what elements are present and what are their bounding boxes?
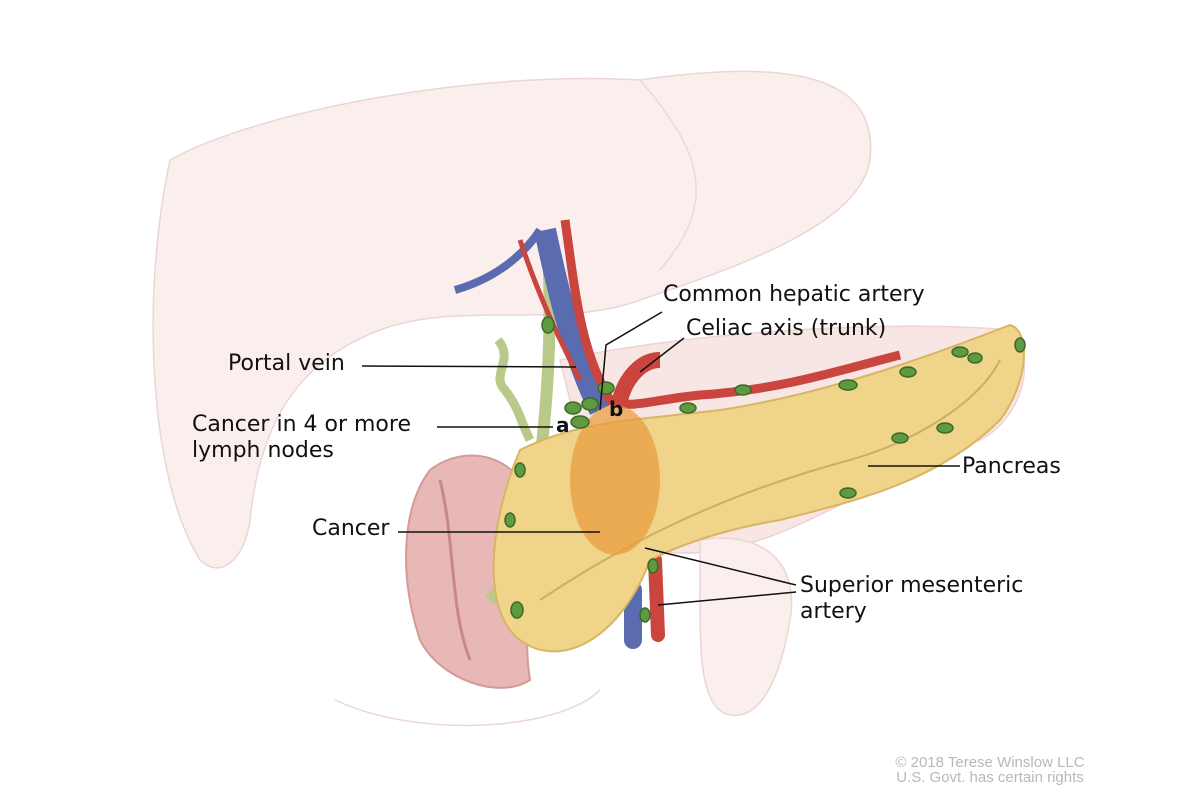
label-common-hepatic-artery: Common hepatic artery bbox=[663, 282, 925, 307]
marker-b: b bbox=[609, 397, 624, 421]
label-pancreas: Pancreas bbox=[962, 454, 1061, 479]
label-lymph-nodes-line1: Cancer in 4 or more bbox=[192, 412, 411, 437]
hepatic-artery bbox=[560, 219, 902, 409]
copyright-notice: © 2018 Terese Winslow LLC U.S. Govt. has… bbox=[870, 755, 1110, 785]
portal-vein bbox=[534, 227, 610, 415]
label-sma-line1: Superior mesenteric bbox=[800, 573, 1024, 598]
label-celiac-axis: Celiac axis (trunk) bbox=[686, 316, 887, 341]
label-portal-vein: Portal vein bbox=[228, 351, 345, 376]
jejunum bbox=[699, 537, 793, 717]
marker-a: a bbox=[556, 413, 570, 437]
label-cancer: Cancer bbox=[312, 516, 390, 541]
copyright-line1: © 2018 Terese Winslow LLC bbox=[895, 754, 1085, 771]
copyright-line2: U.S. Govt. has certain rights bbox=[896, 769, 1084, 786]
liver bbox=[152, 70, 872, 569]
label-lymph-nodes-line2: lymph nodes bbox=[192, 438, 334, 463]
leader-lines bbox=[361, 311, 960, 606]
label-sma-line2: artery bbox=[800, 599, 867, 624]
cancer-tumor bbox=[570, 405, 660, 555]
